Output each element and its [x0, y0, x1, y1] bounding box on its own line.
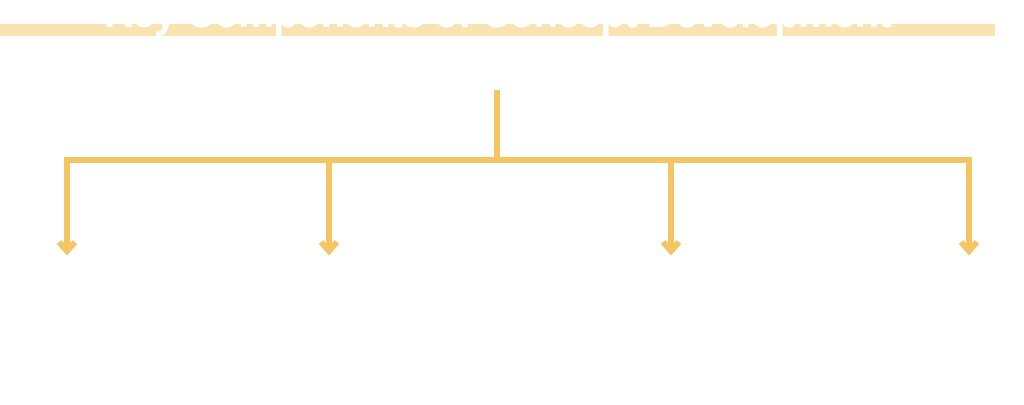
branch-arrow-3 — [660, 160, 682, 256]
branch-arrow-2 — [318, 160, 340, 256]
branch-arrow-1 — [56, 157, 78, 256]
title-band — [0, 24, 995, 36]
diagram-title: Key Components of Concept Development — [104, 0, 892, 37]
branch-arrow-4 — [958, 157, 980, 256]
